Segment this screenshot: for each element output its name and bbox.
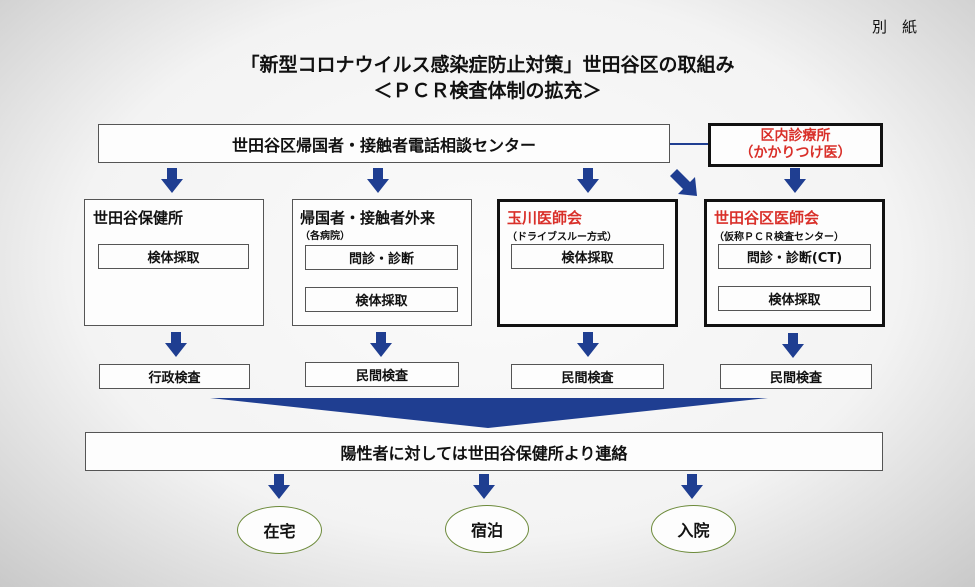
private-test-box-4: 民間検査 xyxy=(720,364,872,389)
outcome-home-label: 在宅 xyxy=(263,522,296,541)
call-center-box: 世田谷区帰国者・接触者電話相談センター xyxy=(98,124,670,163)
outcome-lodging: 宿泊 xyxy=(445,505,529,553)
setagaya-medical-step-sampling-label: 検体採取 xyxy=(768,293,821,308)
tamagawa-subtitle: （ドライブスルー方式） xyxy=(507,232,617,243)
tamagawa-title: 玉川医師会 xyxy=(507,209,583,227)
page-title: 「新型コロナウイルス感染症防止対策」世田谷区の取組み xyxy=(240,54,735,76)
health-center-box: 世田谷保健所 検体採取 xyxy=(84,199,264,326)
outpatient-title: 帰国者・接触者外来 xyxy=(300,209,436,227)
down-arrow-icon xyxy=(782,333,804,358)
private-test-label-2: 民間検査 xyxy=(355,369,408,384)
admin-test-box: 行政検査 xyxy=(99,364,250,389)
tamagawa-step-sampling-label: 検体採取 xyxy=(561,251,614,266)
diagonal-arrow-icon xyxy=(670,169,697,196)
outcome-home: 在宅 xyxy=(237,506,322,554)
health-center-step-sampling: 検体採取 xyxy=(98,244,249,269)
down-arrow-icon xyxy=(473,474,495,499)
down-arrow-icon xyxy=(370,332,392,357)
setagaya-medical-box: 世田谷区医師会 （仮称ＰＣＲ検査センター） 問診・診断(CT) 検体採取 xyxy=(704,199,885,327)
health-center-title: 世田谷保健所 xyxy=(93,209,184,227)
setagaya-medical-title: 世田谷区医師会 xyxy=(714,209,820,227)
setagaya-medical-step-diagnosis: 問診・診断(CT) xyxy=(718,244,871,269)
admin-test-label: 行政検査 xyxy=(148,371,201,386)
outpatient-step-diagnosis: 問診・診断 xyxy=(305,245,458,270)
clinic-label: 区内診療所 xyxy=(760,128,831,144)
tamagawa-step-sampling: 検体採取 xyxy=(511,244,664,269)
private-test-box-2: 民間検査 xyxy=(305,362,459,387)
contact-label: 陽性者に対しては世田谷保健所より連絡 xyxy=(340,443,628,463)
health-center-step-sampling-label: 検体採取 xyxy=(147,251,200,266)
setagaya-medical-subtitle: （仮称ＰＣＲ検査センター） xyxy=(714,232,844,243)
contact-box: 陽性者に対しては世田谷保健所より連絡 xyxy=(85,432,883,471)
outcome-hospital-label: 入院 xyxy=(677,521,710,540)
page-subtitle: ＜ＰＣＲ検査体制の拡充＞ xyxy=(373,80,602,102)
outpatient-step-sampling-label: 検体採取 xyxy=(355,294,408,309)
call-center-label: 世田谷区帰国者・接触者電話相談センター xyxy=(231,135,536,155)
private-test-box-3: 民間検査 xyxy=(511,364,664,389)
down-arrow-icon xyxy=(681,474,703,499)
outpatient-subtitle: （各病院） xyxy=(300,231,350,242)
down-arrow-icon xyxy=(577,168,599,193)
private-test-label-3: 民間検査 xyxy=(561,371,614,386)
down-arrow-icon xyxy=(161,168,183,193)
outcome-lodging-label: 宿泊 xyxy=(470,521,503,540)
private-test-label-4: 民間検査 xyxy=(769,371,822,386)
down-arrow-icon xyxy=(577,332,599,357)
clinic-box: 区内診療所 （かかりつけ医） xyxy=(708,123,883,167)
down-arrow-icon xyxy=(268,474,290,499)
outpatient-box: 帰国者・接触者外来 （各病院） 問診・診断 検体採取 xyxy=(292,199,472,326)
down-arrow-icon xyxy=(165,332,187,357)
funnel-triangle xyxy=(210,398,768,428)
outpatient-step-sampling: 検体採取 xyxy=(305,287,458,312)
setagaya-medical-step-diagnosis-label: 問診・診断(CT) xyxy=(746,251,843,266)
attachment-label: 別 紙 xyxy=(872,18,918,36)
outcome-hospital: 入院 xyxy=(651,505,736,553)
outpatient-step-diagnosis-label: 問診・診断 xyxy=(348,252,414,267)
down-arrow-icon xyxy=(784,168,806,193)
clinic-sublabel: （かかりつけ医） xyxy=(739,145,852,161)
down-arrow-icon xyxy=(367,168,389,193)
setagaya-medical-step-sampling: 検体採取 xyxy=(718,286,871,311)
tamagawa-box: 玉川医師会 （ドライブスルー方式） 検体採取 xyxy=(497,199,678,327)
